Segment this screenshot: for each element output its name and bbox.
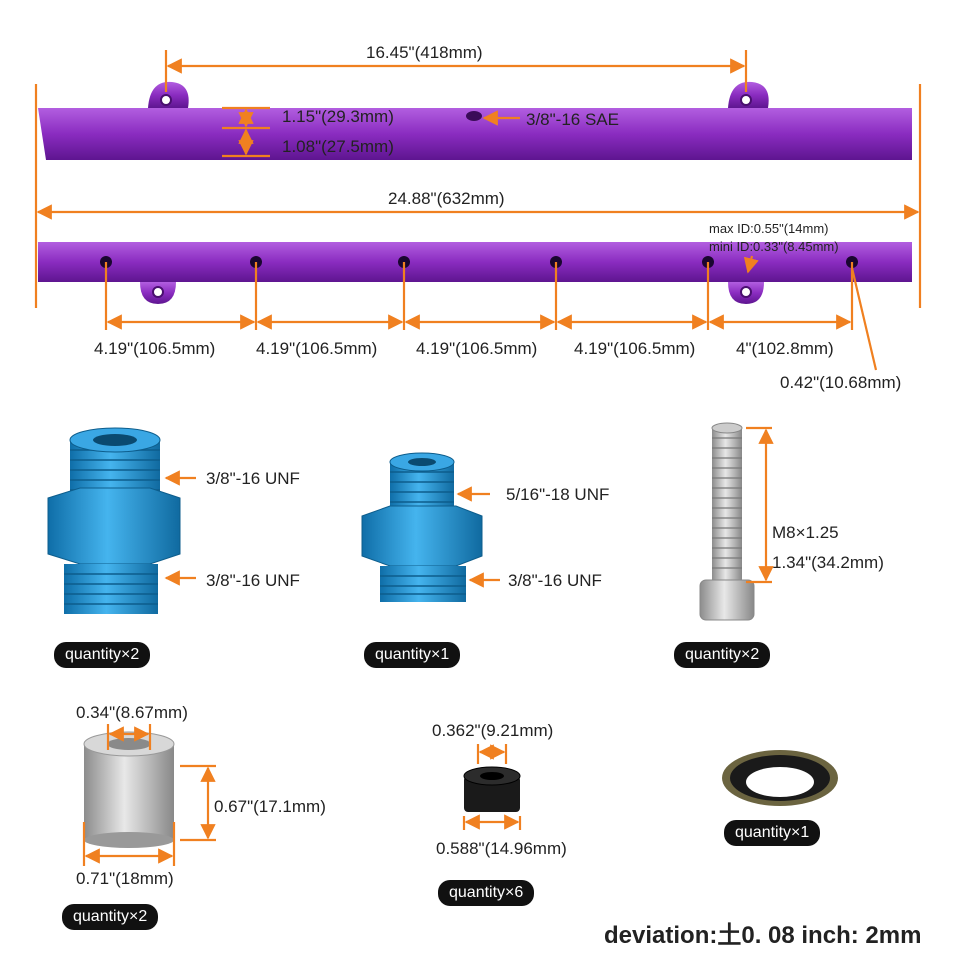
injector-max-id-label: max ID:0.55"(14mm) (709, 221, 829, 236)
fitting-b-bottom-thread-label: 3/8"-16 UNF (508, 571, 602, 590)
grommet-inner-diameter-label: 0.362"(9.21mm) (432, 721, 554, 740)
spacer-inner-diameter-label: 0.34"(8.67mm) (76, 703, 188, 722)
fitting-b-image (361, 452, 483, 602)
part-dimension-lines (82, 426, 774, 866)
deviation-note: deviation:土0. 08 inch: 2mm (604, 922, 922, 949)
bolt-quantity-badge: quantity×2 (674, 642, 771, 668)
bonded-washer-image (722, 750, 838, 806)
fitting-a-quantity-badge: quantity×2 (54, 642, 151, 668)
rail-height-top-label: 1.15"(29.3mm) (282, 107, 394, 126)
injector-spacing-label: 4.19"(106.5mm) (574, 339, 696, 358)
fitting-a-image (47, 427, 181, 614)
fitting-b-quantity-badge: quantity×1 (364, 642, 461, 668)
washer-quantity-badge: quantity×1 (724, 820, 821, 846)
grommet-image (463, 766, 521, 812)
port-thread-label: 3/8"-16 SAE (526, 110, 619, 129)
mount-spacing-label: 16.45"(418mm) (366, 43, 483, 62)
spacer-outer-diameter-label: 0.71"(18mm) (76, 869, 174, 888)
fitting-a-bottom-thread-label: 3/8"-16 UNF (206, 571, 300, 590)
end-offset-label: 0.42"(10.68mm) (780, 373, 902, 392)
bolt-image (699, 422, 755, 621)
bolt-thread-label: M8×1.25 (772, 523, 839, 542)
injector-spacing-label: 4"(102.8mm) (736, 339, 834, 358)
fitting-a-top-thread-label: 3/8"-16 UNF (206, 469, 300, 488)
rail-height-body-label: 1.08"(27.5mm) (282, 137, 394, 156)
spacer-quantity-badge: quantity×2 (62, 904, 159, 930)
injector-spacing-label: 4.19"(106.5mm) (94, 339, 216, 358)
total-length-label: 24.88"(632mm) (388, 189, 505, 208)
grommet-quantity-badge: quantity×6 (438, 880, 535, 906)
rail-dimension-lines (34, 50, 922, 371)
fuel-rail-side-view (38, 81, 912, 160)
spacer-height-label: 0.67"(17.1mm) (214, 797, 326, 816)
grommet-outer-diameter-label: 0.588"(14.96mm) (436, 839, 567, 858)
injector-spacing-label: 4.19"(106.5mm) (416, 339, 538, 358)
injector-spacing-label: 4.19"(106.5mm) (256, 339, 378, 358)
bolt-length-label: 1.34"(34.2mm) (772, 553, 884, 572)
spacer-image (83, 731, 175, 848)
injector-min-id-label: mini ID:0.33"(8.45mm) (709, 239, 839, 254)
fitting-b-top-thread-label: 5/16"-18 UNF (506, 485, 610, 504)
